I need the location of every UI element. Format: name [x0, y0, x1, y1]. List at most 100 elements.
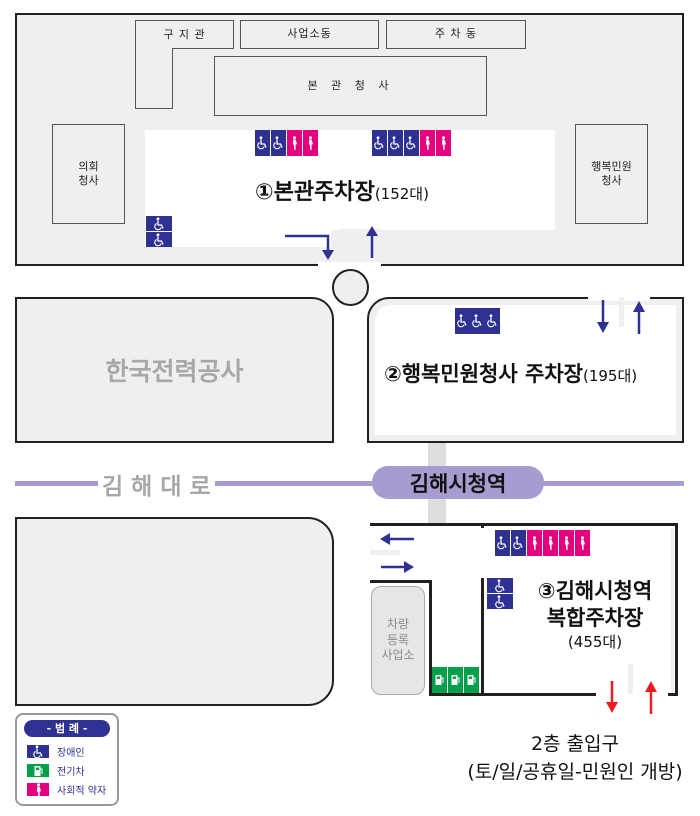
lot2-slot-group	[455, 308, 500, 334]
business-wing-building: 사업소동	[240, 20, 379, 49]
lot3-wall-inner	[481, 578, 484, 696]
wheelchair-icon	[494, 594, 505, 608]
parking-slot-disabled	[455, 308, 470, 334]
parking-slot-ev	[27, 764, 49, 777]
parking-slot-disabled	[487, 578, 513, 593]
parking-slot-social-weak	[575, 530, 590, 556]
entrance-info: 2층 출입구 (토/일/공휴일-민원인 개방)	[440, 730, 700, 786]
legend-item: 사회적 약자	[27, 780, 117, 799]
wheelchair-icon	[487, 314, 497, 328]
parking-slot-disabled	[388, 130, 403, 156]
parking-slot-disabled	[487, 594, 513, 609]
lot1-exit-arrow	[366, 226, 378, 258]
lot3-exit-divider	[628, 664, 633, 694]
parking-slot-disabled	[255, 130, 270, 156]
parking-slot-social-weak	[543, 530, 558, 556]
lot3-wall-left-top	[370, 580, 432, 583]
main-hall-building: 본 관 청 사	[214, 56, 487, 116]
pregnant-person-icon	[532, 536, 537, 550]
lot3-capacity: (455대)	[567, 633, 623, 651]
lot3-title: ③김해시청역 복합주차장 (455대)	[510, 578, 680, 652]
business-wing-label: 사업소동	[287, 27, 332, 41]
lot3-wall-bottom-right	[668, 693, 678, 696]
lot2-capacity: (195대)	[582, 367, 638, 385]
wheelchair-icon	[153, 232, 164, 246]
ev-charger-icon	[467, 675, 476, 685]
parking-slot-ev	[448, 667, 463, 693]
happy-civil-hall-building: 행복민원 청사	[575, 124, 648, 224]
parking-slot-disabled	[271, 130, 286, 156]
parking-slot-social-weak	[436, 130, 451, 156]
old-annex-building: 구 지 관	[135, 20, 234, 49]
lot3-wall-left-bottom	[429, 693, 484, 696]
pregnant-person-icon	[548, 536, 553, 550]
kepco-block: 한국전력공사	[15, 297, 334, 443]
lot3-wall-bottom	[481, 693, 596, 696]
parking-slot-disabled	[146, 232, 172, 247]
parking-wing-label: 주 차 동	[434, 27, 478, 41]
happy-civil-hall-label: 행복민원 청사	[591, 159, 632, 187]
wheelchair-icon	[406, 136, 416, 150]
lot2-name: ②행복민원청사 주차장	[384, 362, 583, 386]
lot1-area[interactable]	[145, 130, 555, 230]
ev-charger-icon	[451, 675, 460, 685]
lot2-entry-arrow	[597, 300, 609, 333]
lot3-name-line1: ③김해시청역	[537, 579, 653, 603]
pregnant-person-icon	[441, 136, 446, 150]
parking-slot-social-weak	[420, 130, 435, 156]
old-annex-wing	[135, 48, 173, 109]
legend-item-label: 전기차	[57, 767, 85, 778]
old-annex-edge	[173, 48, 234, 49]
lot1-entry-arrow	[285, 234, 334, 260]
lot1-lower-strip	[145, 229, 331, 247]
lot3-ev-slots	[432, 667, 479, 693]
parking-slot-social-weak	[27, 782, 49, 797]
parking-slot-ev	[464, 667, 479, 693]
parking-slot-social-weak	[287, 130, 302, 156]
council-hall-label: 의회 청사	[78, 159, 99, 187]
lot1-capacity: (152대)	[374, 185, 429, 203]
parking-slot-social-weak	[303, 130, 318, 156]
lot3-entry-lane-arrow	[381, 561, 414, 573]
entrance-down-arrow	[606, 681, 618, 713]
station-badge[interactable]: 김해시청역	[372, 466, 544, 499]
ev-charger-icon	[34, 765, 42, 776]
parking-slot-social-weak	[527, 530, 542, 556]
wheelchair-icon	[374, 136, 384, 150]
old-annex-label: 구 지 관	[163, 27, 206, 41]
parking-slot-disabled	[511, 530, 526, 556]
parking-slot-disabled	[470, 308, 485, 334]
ev-charger-icon	[435, 675, 444, 685]
parking-slot-disabled	[495, 530, 510, 556]
lot3-name-line2: 복합주차장	[546, 606, 644, 630]
wheelchair-icon	[494, 578, 505, 592]
entrance-hours: (토/일/공휴일-민원인 개방)	[467, 761, 683, 783]
roundabout	[332, 269, 369, 306]
lot2-exit-arrow	[633, 301, 645, 334]
vehicle-registration-label: 차량 등록 사업소	[381, 617, 415, 663]
parking-slot-social-weak	[559, 530, 574, 556]
wheelchair-icon	[472, 314, 482, 328]
parking-slot-disabled	[146, 216, 172, 231]
lot3-lane-divider	[370, 550, 400, 555]
pregnant-person-icon	[564, 536, 569, 550]
road-name: 김 해 대 로	[98, 467, 215, 501]
wheelchair-icon	[32, 744, 43, 758]
wheelchair-icon	[457, 314, 467, 328]
lot1-slot-group-2	[372, 130, 451, 156]
legend-item-label: 사회적 약자	[57, 786, 107, 797]
wheelchair-icon	[273, 136, 283, 150]
pregnant-person-icon	[580, 536, 585, 550]
lot2-title: ②행복민원청사 주차장(195대)	[384, 358, 637, 388]
wheelchair-icon	[390, 136, 400, 150]
legend-item: 전기차	[27, 761, 117, 780]
legend-item-label: 장애인	[57, 748, 85, 759]
lot2-divider	[619, 297, 624, 327]
wheelchair-icon	[153, 216, 164, 230]
wheelchair-icon	[497, 536, 507, 550]
entrance-label: 2층 출입구	[530, 733, 620, 755]
lot2-area[interactable]	[367, 297, 684, 443]
lot3-wall-top	[370, 523, 678, 526]
campus-entrance-gap	[318, 262, 381, 268]
